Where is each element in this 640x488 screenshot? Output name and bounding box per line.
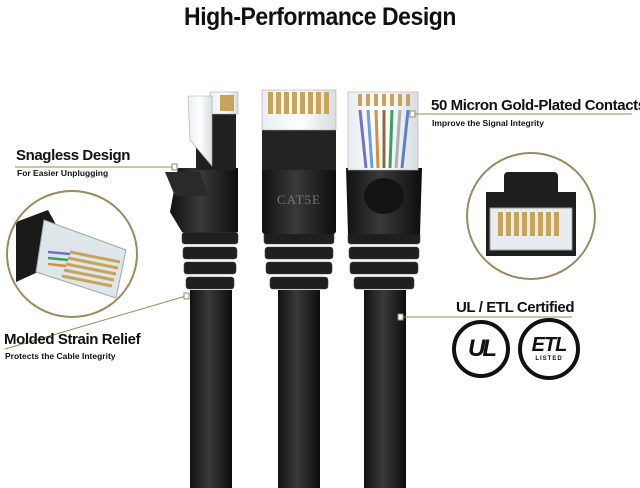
ul-logo-text: UL xyxy=(468,335,497,362)
certified-title: UL / ETL Certified xyxy=(456,299,575,316)
strain-leader xyxy=(4,295,187,350)
snagless-subtitle: For Easier Unplugging xyxy=(17,168,109,178)
etl-logo: ETL LISTED xyxy=(518,318,580,380)
cable-middle xyxy=(261,89,337,488)
snagless-title: Snagless Design xyxy=(16,147,131,164)
strain-title: Molded Strain Relief xyxy=(4,331,141,348)
contacts-subtitle: Improve the Signal Integrity xyxy=(432,118,544,128)
contacts-title: 50 Micron Gold-Plated Contacts xyxy=(431,97,640,114)
etl-logo-sub: LISTED xyxy=(535,356,563,362)
plug-detail-circle xyxy=(6,190,138,318)
ul-logo: UL xyxy=(452,320,510,378)
page-title: High-Performance Design xyxy=(184,3,456,31)
contacts-detail-circle xyxy=(466,152,596,280)
strain-subtitle: Protects the Cable Integrity xyxy=(5,351,116,361)
plug-detail-image xyxy=(16,210,127,299)
cable-right xyxy=(346,91,422,488)
cable-left xyxy=(165,91,239,488)
contacts-detail-image xyxy=(486,172,576,256)
cable-marking: CAT5E xyxy=(277,192,321,207)
etl-logo-text: ETL xyxy=(531,334,568,356)
